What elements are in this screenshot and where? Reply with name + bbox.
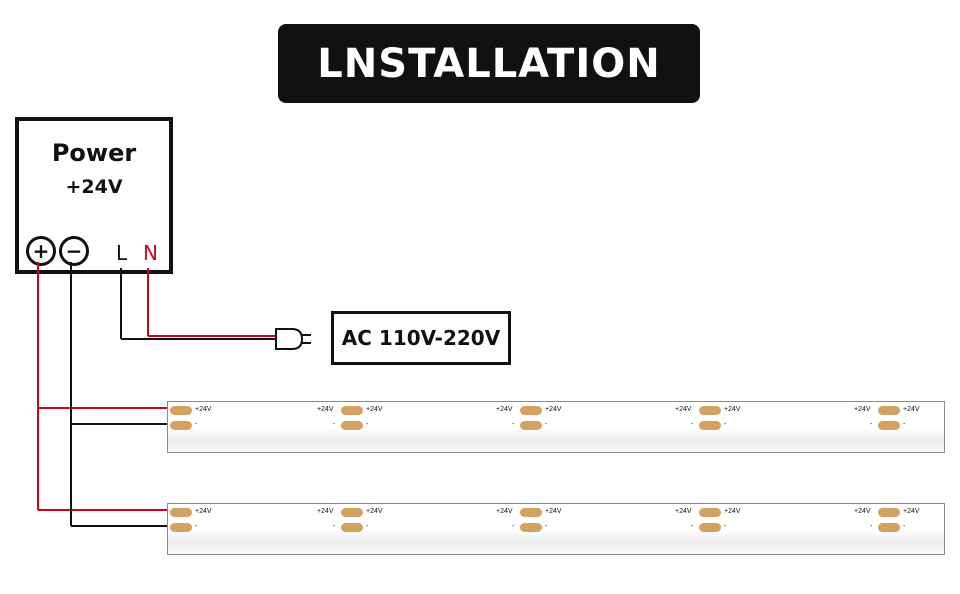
pad-negative-label: - xyxy=(366,523,369,530)
pad-positive-label: +24V xyxy=(724,406,741,413)
pad-negative-label: - xyxy=(545,523,548,530)
led-strip-2: +24V - +24V - +24V - +24V - +24V - +24V … xyxy=(167,503,945,555)
pad-positive-label: +24V xyxy=(317,406,334,413)
pad-negative-label: - xyxy=(333,421,336,428)
pad-negative-label: - xyxy=(870,421,873,428)
pad-positive-label: +24V xyxy=(903,406,920,413)
negative-terminal-icon: − xyxy=(59,236,89,266)
pad-negative-label: - xyxy=(903,523,906,530)
solder-pad-group: +24V - +24V - xyxy=(496,405,600,431)
pad-positive-label: +24V xyxy=(195,508,212,515)
negative-pad xyxy=(170,523,192,532)
negative-pad xyxy=(878,523,900,532)
pad-positive-label: +24V xyxy=(366,406,383,413)
neutral-terminal-label: N xyxy=(143,241,158,265)
pad-negative-label: - xyxy=(903,421,906,428)
negative-pad xyxy=(699,523,721,532)
positive-terminal-icon: + xyxy=(26,236,56,266)
pad-positive-label: +24V xyxy=(903,508,920,515)
negative-pad xyxy=(341,523,363,532)
solder-pad-group: +24V - +24V - xyxy=(854,507,958,533)
positive-pad xyxy=(520,406,542,415)
pad-positive-label: +24V xyxy=(675,406,692,413)
solder-pad-group: +24V - +24V - xyxy=(675,507,779,533)
plug-icon xyxy=(275,328,311,350)
ac-input-box: AC 110V-220V xyxy=(331,311,511,365)
solder-pad-group: +24V - +24V - xyxy=(854,405,958,431)
pad-positive-label: +24V xyxy=(496,406,513,413)
solder-pad-group: +24V - xyxy=(170,507,250,533)
live-terminal-label: L xyxy=(116,241,128,265)
led-strip-1: +24V - +24V - +24V - +24V - +24V - +24V … xyxy=(167,401,945,453)
power-supply-voltage: +24V xyxy=(65,176,123,198)
positive-pad xyxy=(170,406,192,415)
ac-input-label: AC 110V-220V xyxy=(341,326,501,350)
pad-negative-label: - xyxy=(512,421,515,428)
solder-pad-group: +24V - +24V - xyxy=(317,507,421,533)
pad-positive-label: +24V xyxy=(854,406,871,413)
power-supply-box: Power +24V + − L N xyxy=(15,117,173,274)
negative-pad xyxy=(520,421,542,430)
pad-positive-label: +24V xyxy=(854,508,871,515)
pad-negative-label: - xyxy=(870,523,873,530)
pad-positive-label: +24V xyxy=(545,508,562,515)
positive-pad xyxy=(699,406,721,415)
positive-pad xyxy=(520,508,542,517)
negative-pad xyxy=(878,421,900,430)
pad-negative-label: - xyxy=(691,523,694,530)
positive-pad xyxy=(878,508,900,517)
negative-pad xyxy=(170,421,192,430)
positive-pad xyxy=(341,406,363,415)
pad-positive-label: +24V xyxy=(317,508,334,515)
pad-negative-label: - xyxy=(724,523,727,530)
pad-positive-label: +24V xyxy=(366,508,383,515)
pad-negative-label: - xyxy=(545,421,548,428)
pad-positive-label: +24V xyxy=(675,508,692,515)
pad-negative-label: - xyxy=(366,421,369,428)
positive-pad xyxy=(341,508,363,517)
page-title: LNSTALLATION xyxy=(317,40,661,87)
title-badge: LNSTALLATION xyxy=(278,24,700,103)
negative-pad xyxy=(699,421,721,430)
pad-negative-label: - xyxy=(691,421,694,428)
pad-negative-label: - xyxy=(333,523,336,530)
positive-pad xyxy=(878,406,900,415)
negative-pad xyxy=(520,523,542,532)
power-supply-title: Power xyxy=(51,139,137,167)
solder-pad-group: +24V - +24V - xyxy=(675,405,779,431)
negative-pad xyxy=(341,421,363,430)
pad-positive-label: +24V xyxy=(195,406,212,413)
positive-pad xyxy=(170,508,192,517)
solder-pad-group: +24V - +24V - xyxy=(317,405,421,431)
pad-negative-label: - xyxy=(512,523,515,530)
solder-pad-group: +24V - +24V - xyxy=(496,507,600,533)
pad-positive-label: +24V xyxy=(724,508,741,515)
positive-pad xyxy=(699,508,721,517)
pad-negative-label: - xyxy=(724,421,727,428)
pad-positive-label: +24V xyxy=(545,406,562,413)
solder-pad-group: +24V - xyxy=(170,405,250,431)
pad-positive-label: +24V xyxy=(496,508,513,515)
pad-negative-label: - xyxy=(195,421,198,428)
pad-negative-label: - xyxy=(195,523,198,530)
